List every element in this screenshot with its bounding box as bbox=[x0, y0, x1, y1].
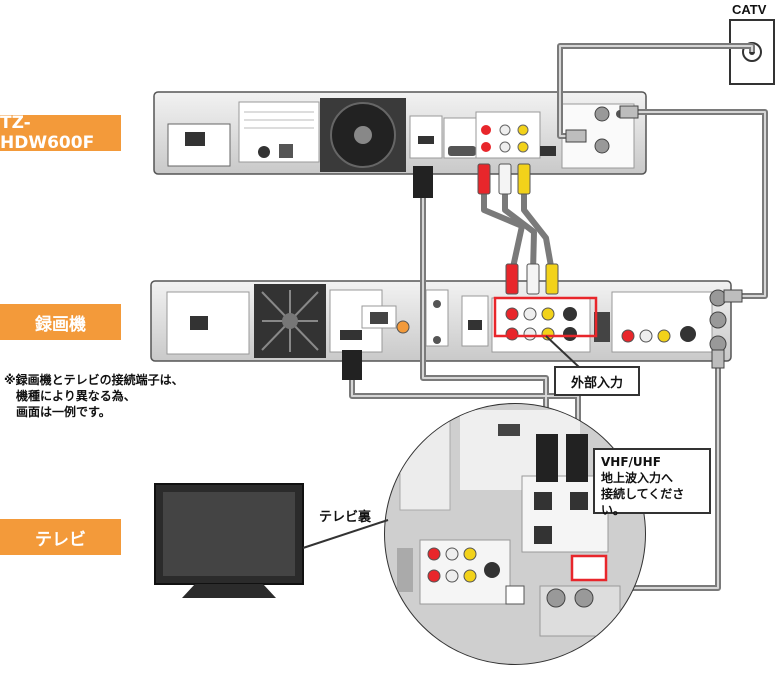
tv-back-label: テレビ裏 bbox=[319, 510, 372, 525]
recorder-label: 録画機 bbox=[0, 304, 121, 340]
stb-av-plugs bbox=[477, 163, 531, 195]
recorder-hdmi-plug bbox=[342, 350, 362, 380]
vhf-line-1: VHF/UHF bbox=[601, 455, 661, 469]
note-line-1: ※録画機とテレビの接続端子は、 bbox=[4, 373, 184, 387]
connection-note: ※録画機とテレビの接続端子は、 機種により異なる為、 画面は一例です。 bbox=[4, 372, 234, 420]
recorder-device bbox=[150, 280, 732, 362]
stb-device bbox=[153, 91, 647, 175]
stb-hdmi-plug bbox=[413, 166, 433, 198]
vhf-uhf-callout: VHF/UHF 地上波入力へ 接続してください。 bbox=[593, 448, 711, 517]
tv-label: テレビ bbox=[0, 519, 121, 555]
note-line-2: 機種により異なる為、 bbox=[4, 389, 136, 403]
tv-monitor bbox=[154, 483, 389, 598]
tv-back-zoom bbox=[384, 403, 646, 665]
external-input-callout: 外部入力 bbox=[554, 366, 640, 396]
vhf-line-3: 接続してください。 bbox=[601, 487, 685, 517]
catv-label: CATV bbox=[732, 2, 767, 17]
note-line-3: 画面は一例です。 bbox=[4, 405, 111, 419]
stb-label: TZ-HDW600F bbox=[0, 113, 121, 153]
recorder-av-plugs bbox=[505, 263, 559, 295]
vhf-line-2: 地上波入力へ bbox=[601, 471, 674, 485]
